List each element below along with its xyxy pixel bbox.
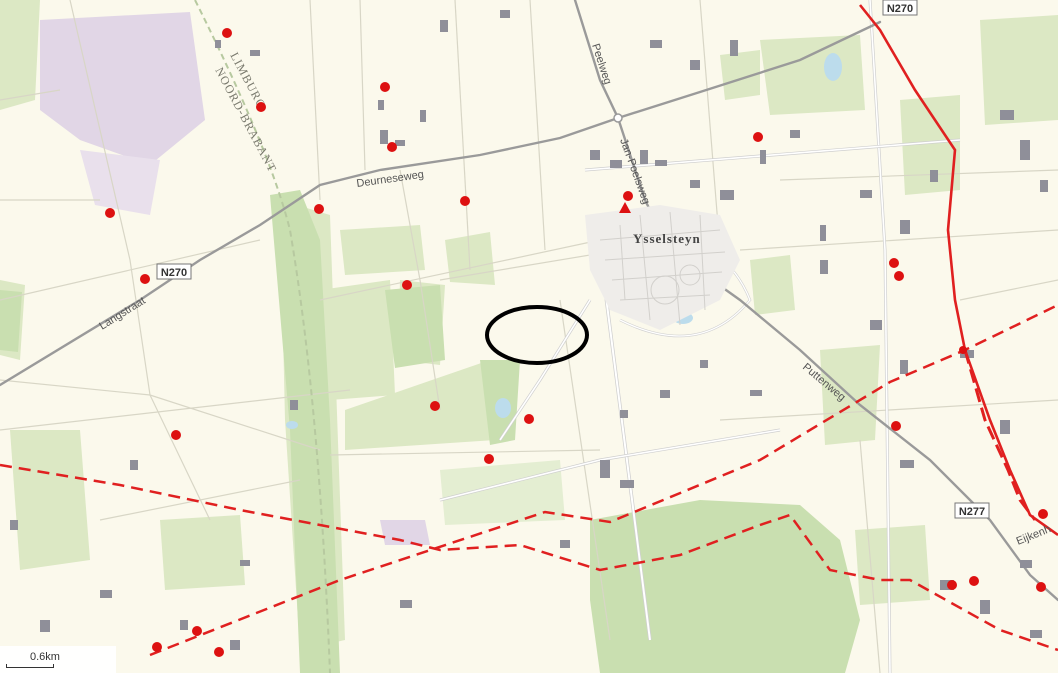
- red-boundary-line: [858, 4, 1058, 537]
- roundabout: [613, 113, 623, 123]
- road-shield-n277[interactable]: N277: [954, 502, 990, 519]
- road-shield-n270-left[interactable]: N270: [156, 263, 192, 280]
- red-dot-icon[interactable]: [484, 454, 494, 464]
- red-dot-icon[interactable]: [460, 196, 470, 206]
- scale-bar: 0.6km: [0, 646, 116, 673]
- red-dot-icon[interactable]: [140, 274, 150, 284]
- red-dot-icon[interactable]: [256, 102, 266, 112]
- shield-text-n270-left: N270: [161, 267, 187, 279]
- red-dot-icon[interactable]: [222, 28, 232, 38]
- road-shield-n270-top[interactable]: N270: [882, 0, 918, 16]
- shield-text-n270-top: N270: [887, 3, 913, 15]
- red-dot-icon[interactable]: [894, 271, 904, 281]
- town-label-ysselsteyn: Ysselsteyn: [633, 231, 701, 246]
- red-dot-icon[interactable]: [623, 191, 633, 201]
- red-dot-icon[interactable]: [192, 626, 202, 636]
- shield-text-n277: N277: [959, 506, 985, 518]
- red-dot-icon[interactable]: [891, 421, 901, 431]
- boundary-junction: [959, 346, 967, 354]
- village-area: [585, 205, 740, 330]
- red-dot-icon[interactable]: [1036, 582, 1046, 592]
- red-dot-icon[interactable]: [214, 647, 224, 657]
- red-dot-icon[interactable]: [969, 576, 979, 586]
- red-dot-icon[interactable]: [1038, 509, 1048, 519]
- red-boundary-dashed-segment: [963, 349, 1037, 521]
- red-dot-icon[interactable]: [430, 401, 440, 411]
- scale-line: [6, 664, 54, 668]
- forest-areas: [0, 190, 860, 673]
- red-dot-icon[interactable]: [753, 132, 763, 142]
- red-dot-icon[interactable]: [314, 204, 324, 214]
- red-dot-icon[interactable]: [889, 258, 899, 268]
- red-dot-icon[interactable]: [387, 142, 397, 152]
- highlight-ellipse: [485, 305, 589, 365]
- red-dot-icon[interactable]: [380, 82, 390, 92]
- red-triangle-icon[interactable]: [619, 202, 631, 213]
- red-dot-icon[interactable]: [402, 280, 412, 290]
- red-dashed-boundaries: [0, 303, 1058, 657]
- province-border-line: [194, 0, 331, 673]
- scale-label: 0.6km: [30, 651, 60, 663]
- red-dot-icon[interactable]: [152, 642, 162, 652]
- red-point-markers[interactable]: [105, 28, 1048, 657]
- red-dot-icon[interactable]: [947, 580, 957, 590]
- red-dot-icon[interactable]: [171, 430, 181, 440]
- red-dot-icon[interactable]: [524, 414, 534, 424]
- red-dot-icon[interactable]: [105, 208, 115, 218]
